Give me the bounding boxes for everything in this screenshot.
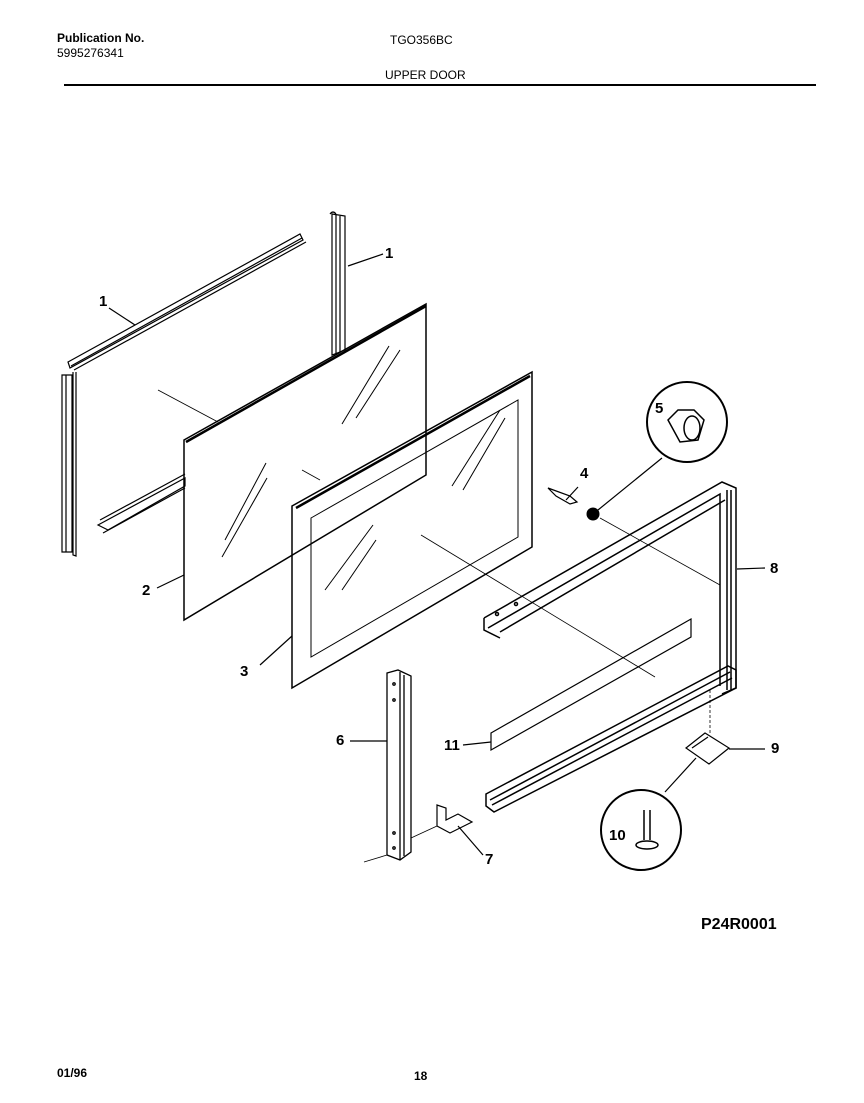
part-4-screw: [547, 487, 579, 505]
part-11-strip: [490, 617, 692, 752]
callout-4: 4: [580, 465, 589, 482]
leader-lines: [108, 253, 766, 856]
callout-5: 5: [655, 400, 664, 417]
footer-date: 01/96: [57, 1066, 88, 1080]
callout-7: 7: [485, 851, 494, 868]
callout-6: 6: [336, 732, 345, 749]
part-7-bracket: [436, 804, 474, 834]
part-8-door-frame: [483, 481, 737, 695]
assembly-centerlines: [157, 389, 721, 863]
callout-1-left: 1: [99, 293, 108, 310]
part-1-vertical-channel: [329, 211, 346, 356]
callout-2: 2: [142, 582, 151, 599]
part-8-bottom-rail: [485, 665, 737, 813]
part-3-framed-glass: [291, 370, 533, 690]
part-6-side-channel: [386, 669, 412, 861]
callout-3: 3: [240, 663, 249, 680]
callout-9: 9: [771, 740, 780, 757]
part-10-screw-inset: [600, 757, 697, 871]
callout-10: 10: [609, 827, 626, 844]
part-1-lower-channel: [96, 473, 186, 534]
publication-label: Publication No.: [57, 31, 145, 45]
part-1-top-channel: [61, 233, 307, 557]
callout-8: 8: [770, 560, 779, 577]
section-title: UPPER DOOR: [385, 68, 466, 82]
header-rule: [64, 84, 816, 86]
figure-code: P24R0001: [701, 916, 777, 933]
footer-page-number: 18: [414, 1069, 428, 1083]
part-5-nut: [586, 381, 728, 521]
part-2-glass-panel: [183, 302, 427, 622]
part-9-clip: [684, 732, 731, 765]
publication-number: 5995276341: [57, 46, 124, 60]
callout-1-right: 1: [385, 245, 394, 262]
callout-11: 11: [444, 737, 460, 754]
model-number: TGO356BC: [390, 33, 453, 47]
